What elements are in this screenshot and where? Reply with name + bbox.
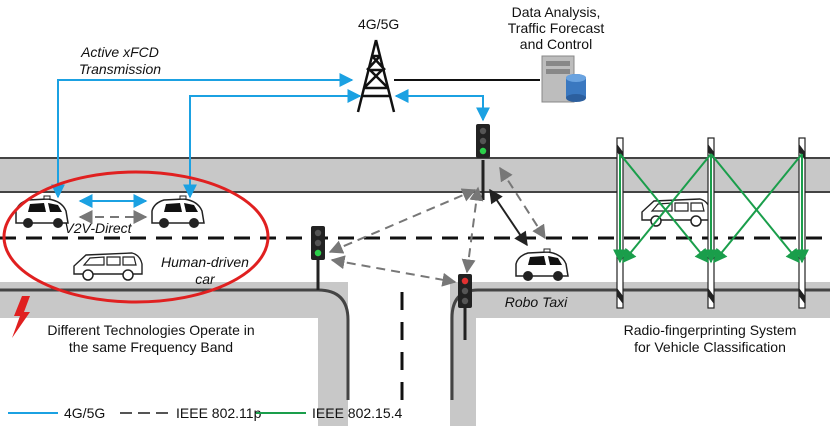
legend-swatch-lte <box>8 412 58 414</box>
lightning-icon <box>12 296 30 338</box>
xfcd-label-1: Active xFCD <box>81 44 159 60</box>
robotaxi-link <box>489 188 528 247</box>
interference-label-2: the same Frequency Band <box>68 339 234 355</box>
cell-tower-icon <box>356 39 396 113</box>
legend-swatch-zigbee <box>256 412 306 414</box>
fingerprint-label-2: for Vehicle Classification <box>634 339 786 355</box>
wifi-links <box>78 166 546 287</box>
tower-label: 4G/5G <box>358 16 400 32</box>
legend-label: IEEE 802.15.4 <box>312 405 403 421</box>
human-car-label-2: car <box>195 271 215 287</box>
human-car-label-1: Human-driven <box>161 254 249 270</box>
v2v-region <box>2 170 270 304</box>
server-icon <box>541 55 586 103</box>
legend-swatch-wifi <box>120 412 170 414</box>
zigbee-links <box>613 153 809 264</box>
legend-item-wifi: IEEE 802.11p <box>120 404 261 422</box>
datacenter-label: Data Analysis, Traffic Forecast and Cont… <box>507 4 605 52</box>
legend-item-lte: 4G/5G <box>8 404 105 422</box>
legend-item-zigbee: IEEE 802.15.4 <box>256 404 402 422</box>
v2v-label: V2V-Direct <box>64 220 132 236</box>
xfcd-label-2: Transmission <box>78 61 162 77</box>
road-network <box>0 157 830 426</box>
legend-label: IEEE 802.11p <box>176 405 262 421</box>
legend-label: 4G/5G <box>64 405 106 421</box>
interference-label-1: Different Technologies Operate in <box>47 322 255 338</box>
robotaxi-label: Robo Taxi <box>504 294 568 310</box>
fingerprint-label-1: Radio-fingerprinting System <box>623 322 797 338</box>
lte-links <box>51 73 490 199</box>
